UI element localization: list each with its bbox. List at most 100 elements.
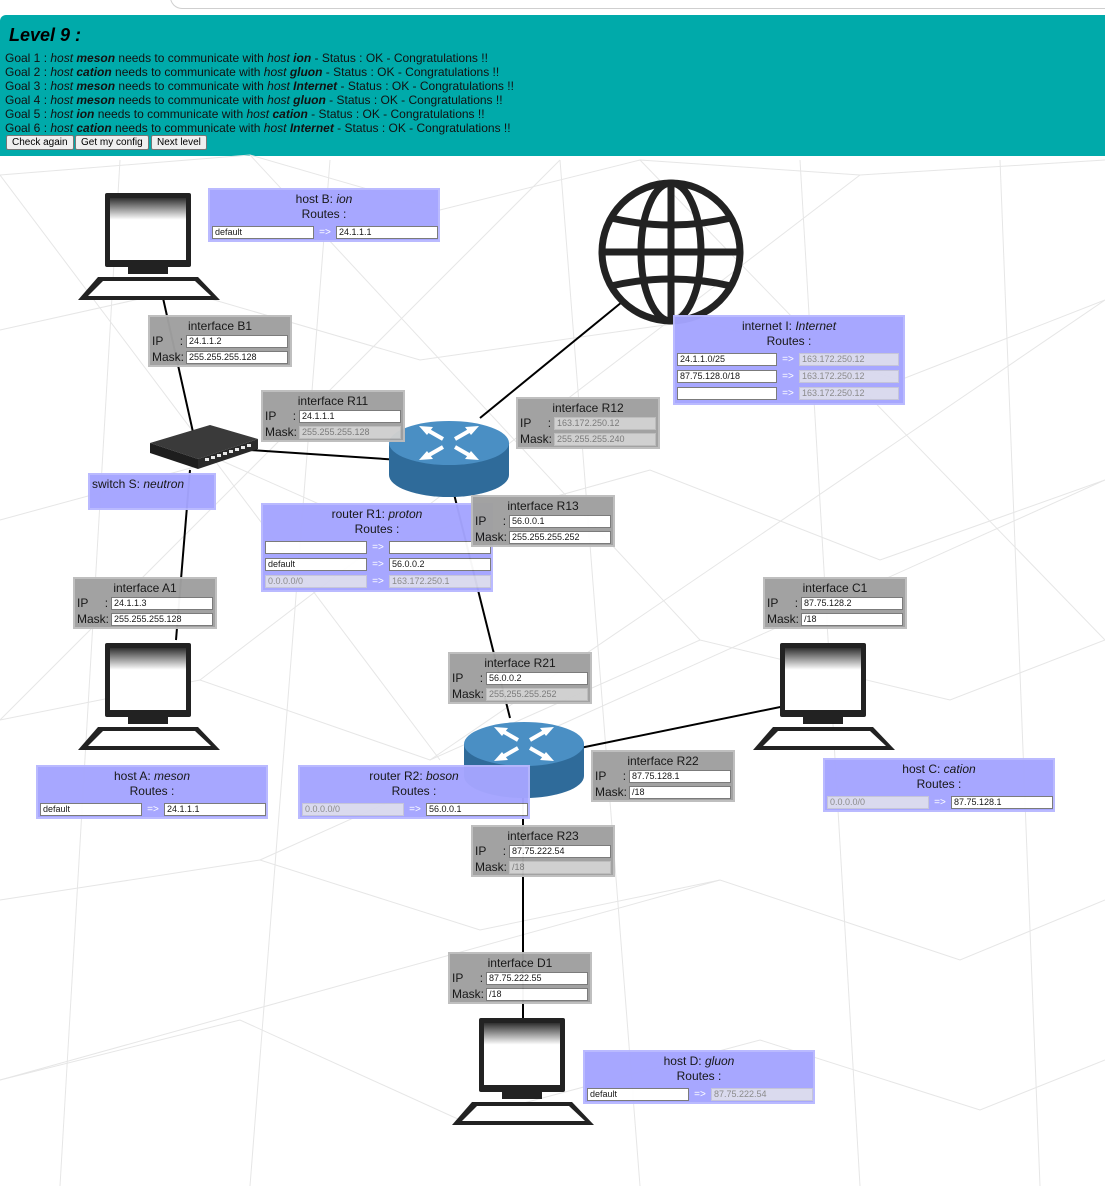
goal-1: Goal 1 : host meson needs to communicate…	[5, 51, 488, 65]
route-gateway-input[interactable]	[389, 540, 491, 554]
route-gateway-input[interactable]: 163.172.250.12	[799, 352, 899, 366]
route-destination-input[interactable]: 0.0.0.0/0	[265, 574, 367, 588]
mask-input[interactable]: /18	[509, 860, 611, 874]
route-gateway-input[interactable]: 87.75.222.54	[711, 1087, 813, 1101]
goal-a-name: cation	[76, 121, 112, 135]
get-my-config-button[interactable]: Get my config	[75, 135, 149, 150]
node-kind: internet I:	[741, 319, 796, 333]
host-A-title: host A: meson	[38, 769, 266, 784]
route-destination-input[interactable]: 0.0.0.0/0	[827, 795, 929, 809]
route-destination-input[interactable]: default	[40, 802, 142, 816]
mask-input[interactable]: /18	[801, 612, 903, 626]
goal-b-kind: host	[263, 65, 290, 79]
interface-A1-panel: interface A1 IP : 24.1.1.3 Mask: 255.255…	[73, 577, 217, 629]
mask-input[interactable]: /18	[629, 785, 731, 799]
route-row: =>	[265, 540, 491, 554]
interface-title: interface R11	[297, 394, 369, 408]
ip-input[interactable]: 56.0.0.1	[509, 514, 611, 528]
route-gateway-input[interactable]: 24.1.1.1	[164, 802, 266, 816]
node-name: ion	[336, 192, 353, 206]
router-R2-title: router R2: boson	[300, 769, 528, 784]
internet-panel: internet I: Internet Routes : 24.1.1.0/2…	[673, 315, 905, 405]
ip-input[interactable]: 87.75.222.55	[486, 971, 588, 985]
ip-input[interactable]: 24.1.1.2	[186, 334, 288, 348]
interface-R22-panel: interface R22 IP : 87.75.128.1 Mask: /18	[591, 750, 735, 802]
goal-a-name: ion	[76, 107, 95, 121]
route-row: default => 56.0.0.2	[265, 557, 491, 571]
goal-mid: needs to communicate with	[115, 79, 268, 93]
ip-input[interactable]: 87.75.128.1	[629, 769, 731, 783]
ip-input[interactable]: 56.0.0.2	[486, 671, 588, 685]
host-D-computer-icon	[452, 1018, 594, 1125]
router-R1-icon	[389, 421, 509, 497]
node-name: neutron	[143, 477, 185, 491]
route-row: default => 24.1.1.1	[40, 802, 266, 816]
route-arrow: =>	[147, 803, 159, 815]
goal-a-name: meson	[76, 79, 116, 93]
ip-label: IP :	[265, 409, 297, 423]
ip-input[interactable]: 24.1.1.3	[111, 596, 213, 610]
mask-label: Mask:	[77, 612, 110, 626]
mask-row: Mask: 255.255.255.252	[452, 687, 588, 701]
route-destination-input[interactable]: 24.1.1.0/25	[677, 352, 777, 366]
ip-input[interactable]: 24.1.1.1	[299, 409, 401, 423]
check-again-button[interactable]: Check again	[6, 135, 74, 150]
node-name: proton	[388, 507, 423, 521]
goal-b-kind: host	[267, 79, 294, 93]
goal-status: - Status : OK - Congratulations !!	[333, 121, 511, 135]
ip-row: IP : 87.75.222.54	[475, 844, 611, 858]
mask-row: Mask: 255.255.255.252	[475, 530, 611, 544]
mask-row: Mask: 255.255.255.128	[152, 350, 288, 364]
router-R1-title: router R1: proton	[263, 507, 491, 522]
route-gateway-input[interactable]: 56.0.0.1	[426, 802, 528, 816]
ip-input[interactable]: 87.75.128.2	[801, 596, 903, 610]
route-arrow: =>	[372, 558, 384, 570]
mask-input[interactable]: 255.255.255.128	[299, 425, 401, 439]
route-destination-input[interactable]: default	[587, 1087, 689, 1101]
next-level-button[interactable]: Next level	[151, 135, 207, 150]
goal-prefix: Goal 2 :	[5, 65, 51, 79]
route-destination-input[interactable]: default	[265, 557, 367, 571]
goal-prefix: Goal 5 :	[5, 107, 51, 121]
route-gateway-input[interactable]: 163.172.250.12	[799, 369, 899, 383]
ip-row: IP : 56.0.0.1	[475, 514, 611, 528]
interface-R23-panel: interface R23 IP : 87.75.222.54 Mask: /1…	[471, 825, 615, 877]
goal-3: Goal 3 : host meson needs to communicate…	[5, 79, 514, 93]
mask-row: Mask: /18	[475, 860, 611, 874]
ip-row: IP : 87.75.222.55	[452, 971, 588, 985]
route-gateway-input[interactable]: 24.1.1.1	[336, 225, 438, 239]
route-arrow: =>	[372, 575, 384, 587]
interface-R21-panel: interface R21 IP : 56.0.0.2 Mask: 255.25…	[448, 652, 592, 704]
route-gateway-input[interactable]: 56.0.0.2	[389, 557, 491, 571]
ip-input[interactable]: 87.75.222.54	[509, 844, 611, 858]
route-destination-input[interactable]: 87.75.128.0/18	[677, 369, 777, 383]
route-destination-input[interactable]	[265, 540, 367, 554]
interface-title: interface R12	[552, 401, 624, 415]
switch-icon	[150, 425, 258, 469]
node-name: cation	[943, 762, 976, 776]
ip-input[interactable]: 163.172.250.12	[554, 416, 656, 430]
mask-row: Mask: 255.255.255.128	[265, 425, 401, 439]
mask-input[interactable]: /18	[486, 987, 588, 1001]
route-destination-input[interactable]: 0.0.0.0/0	[302, 802, 404, 816]
route-gateway-input[interactable]: 163.172.250.12	[799, 386, 899, 400]
mask-label: Mask:	[152, 350, 185, 364]
goal-a-name: cation	[76, 65, 112, 79]
level-title: Level 9 :	[9, 25, 82, 45]
ip-label: IP :	[595, 769, 627, 783]
route-arrow: =>	[694, 1088, 706, 1100]
goal-b-name: gluon	[293, 93, 326, 107]
goal-b-name: Internet	[289, 121, 334, 135]
mask-input[interactable]: 255.255.255.128	[111, 612, 213, 626]
goal-a-kind: host	[50, 65, 77, 79]
mask-input[interactable]: 255.255.255.252	[486, 687, 588, 701]
mask-input[interactable]: 255.255.255.128	[186, 350, 288, 364]
route-arrow: =>	[372, 541, 384, 553]
mask-input[interactable]: 255.255.255.252	[509, 530, 611, 544]
mask-input[interactable]: 255.255.255.240	[554, 432, 656, 446]
route-destination-input[interactable]: default	[212, 225, 314, 239]
route-gateway-input[interactable]: 87.75.128.1	[951, 795, 1053, 809]
route-gateway-input[interactable]: 163.172.250.1	[389, 574, 491, 588]
route-destination-input[interactable]	[677, 386, 777, 400]
host-B-panel: host B: ion Routes : default => 24.1.1.1	[208, 188, 440, 242]
